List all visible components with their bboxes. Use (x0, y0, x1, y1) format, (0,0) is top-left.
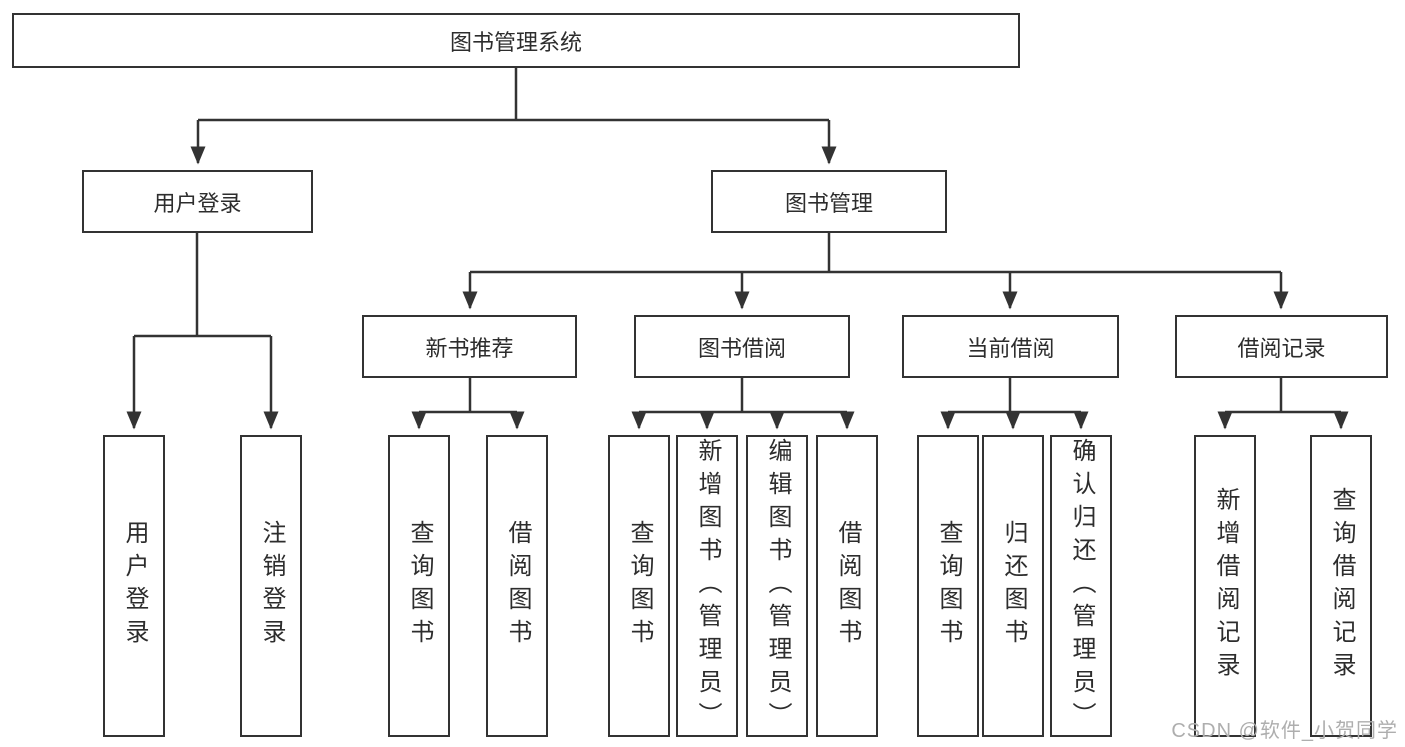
leaf-user-login: 用户登录 (103, 435, 165, 737)
leaf-logout: 注销登录 (240, 435, 302, 737)
edge-book-borrow-to-leaves (631, 378, 855, 430)
leaf-edit-book-admin: 编辑图书（管理员） (746, 435, 808, 737)
node-new-book-recommend: 新书推荐 (362, 315, 577, 378)
leaf-query-book: 查询图书 (608, 435, 670, 737)
leaf-query-book: 查询图书 (917, 435, 979, 737)
edge-current-borrow-to-leaves (940, 378, 1089, 430)
edge-book-mgmt-to-groups (462, 233, 1289, 310)
leaf-borrow-book: 借阅图书 (486, 435, 548, 737)
node-root-system: 图书管理系统 (12, 13, 1020, 68)
leaf-add-borrow-record: 新增借阅记录 (1194, 435, 1256, 737)
node-borrow-record: 借阅记录 (1175, 315, 1388, 378)
leaf-return-book: 归还图书 (982, 435, 1044, 737)
leaf-add-book-admin: 新增图书（管理员） (676, 435, 738, 737)
csdn-watermark: CSDN @软件_小贺同学 (1171, 720, 1398, 742)
leaf-confirm-return-admin: 确认归还（管理员） (1050, 435, 1112, 737)
leaf-borrow-book: 借阅图书 (816, 435, 878, 737)
edge-new-book-to-leaves (411, 378, 525, 430)
node-book-borrow: 图书借阅 (634, 315, 850, 378)
node-current-borrow: 当前借阅 (902, 315, 1119, 378)
node-book-management: 图书管理 (711, 170, 947, 233)
edge-borrow-record-to-leaves (1217, 378, 1349, 430)
edge-user-login-to-leaves (126, 233, 279, 430)
node-user-login: 用户登录 (82, 170, 313, 233)
leaf-query-borrow-record: 查询借阅记录 (1310, 435, 1372, 737)
leaf-query-book: 查询图书 (388, 435, 450, 737)
edge-root-to-branches (190, 68, 837, 165)
